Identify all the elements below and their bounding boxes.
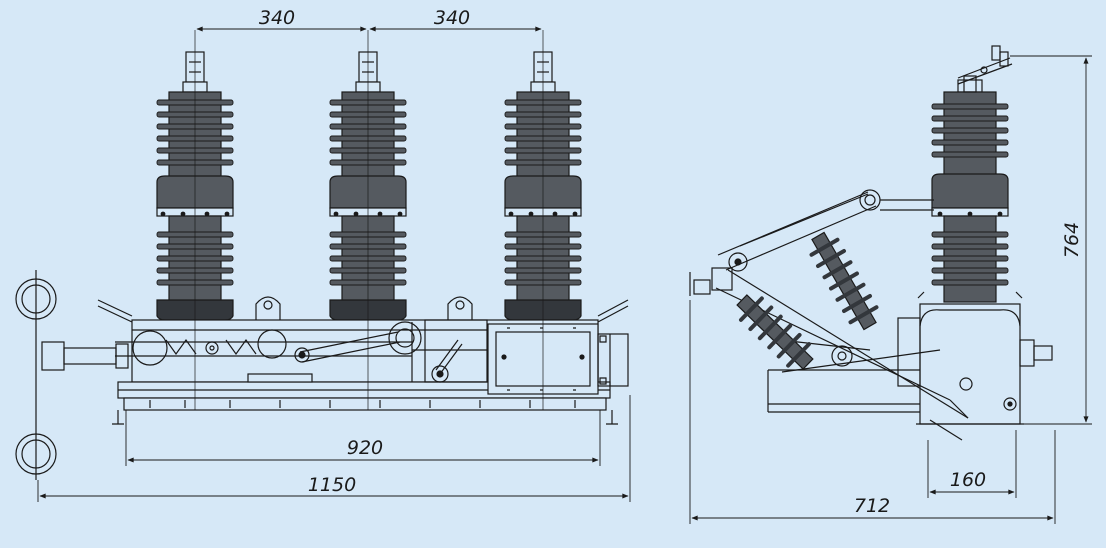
dim-side-height: 764 bbox=[1061, 222, 1083, 258]
front-view bbox=[15, 30, 629, 480]
dim-overall-width: 1150 bbox=[308, 474, 356, 496]
base-frame bbox=[97, 299, 629, 425]
insulator-poles bbox=[156, 51, 582, 321]
top-terminal bbox=[957, 45, 1013, 93]
dim-side-offset: 160 bbox=[950, 469, 986, 491]
drive-shaft bbox=[115, 321, 422, 383]
dim-side-depth: 712 bbox=[854, 495, 890, 517]
side-terminal bbox=[597, 333, 629, 387]
operating-handle bbox=[15, 270, 129, 480]
front-dimensions bbox=[37, 26, 631, 502]
upper-arm bbox=[711, 189, 934, 291]
dim-pitch-right: 340 bbox=[434, 7, 470, 29]
operating-lever bbox=[411, 319, 488, 383]
dim-pitch-left: 340 bbox=[259, 7, 295, 29]
left-terminal bbox=[689, 272, 711, 296]
lifting-eye-right bbox=[447, 296, 473, 320]
diagonal-insulator-upper bbox=[809, 231, 879, 331]
side-insulator-pole bbox=[931, 79, 1009, 303]
diagonal-insulators bbox=[736, 231, 879, 370]
lifting-eye-left bbox=[255, 296, 281, 320]
side-dimensions bbox=[689, 55, 1092, 524]
side-pole-body bbox=[931, 79, 1009, 303]
centerlines bbox=[194, 30, 544, 410]
dim-base-span: 920 bbox=[347, 437, 383, 459]
diagonal-insulator-lower bbox=[736, 294, 814, 370]
side-view bbox=[689, 45, 1053, 441]
side-housing bbox=[767, 291, 1053, 425]
